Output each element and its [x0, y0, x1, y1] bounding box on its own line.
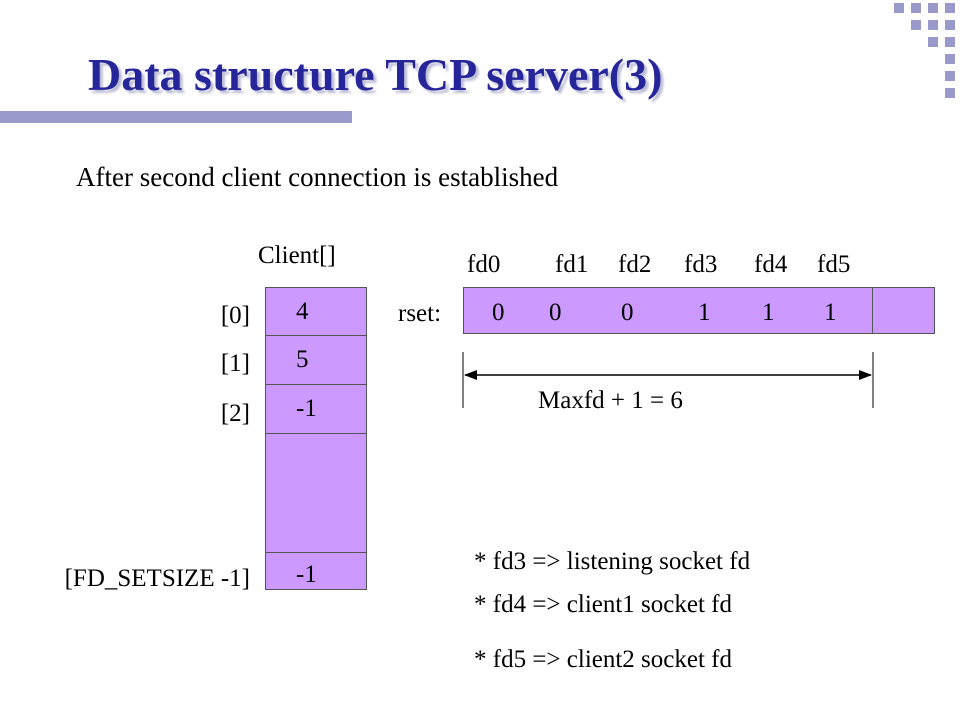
rset-bit: 0: [492, 299, 505, 326]
client-index-1: [1]: [220, 350, 250, 377]
rset-bit: 1: [698, 299, 711, 326]
fd-label: fd3: [684, 251, 718, 278]
fd-label: fd1: [555, 251, 589, 278]
note-item: * fd3 => listening socket fd: [474, 548, 751, 575]
rset-bitmap: 0 0 0 1 1 1: [463, 287, 935, 334]
client-cell-value: 5: [296, 346, 309, 373]
fd-label: fd5: [817, 251, 851, 278]
client-cell: -1: [266, 385, 366, 434]
note-item: * fd5 => client2 socket fd: [474, 646, 732, 673]
client-index-0: [0]: [220, 302, 250, 329]
client-cell: 5: [266, 336, 366, 385]
rset-divider: [872, 288, 873, 333]
rset-bit: 0: [549, 299, 562, 326]
rset-label: rset:: [398, 300, 442, 327]
client-index-last: [FD_SETSIZE -1]: [64, 565, 250, 592]
client-cell: -1: [266, 553, 366, 589]
client-array: 4 5 -1 -1: [265, 287, 367, 590]
decorative-squares: [894, 3, 955, 98]
maxfd-span-arrow: [462, 352, 874, 408]
client-cell-gap: [266, 434, 366, 553]
client-index-2: [2]: [220, 400, 250, 427]
decorative-bar: [0, 111, 352, 123]
rset-bit: 0: [621, 299, 634, 326]
note-item: * fd4 => client1 socket fd: [474, 591, 732, 618]
slide-subtitle: After second client connection is establ…: [76, 162, 559, 192]
fd-label: fd0: [467, 251, 501, 278]
maxfd-label: Maxfd + 1 = 6: [538, 387, 683, 414]
client-cell-value: -1: [296, 561, 317, 588]
slide-title: Data structure TCP server(3): [88, 49, 663, 100]
fd-label: fd2: [618, 251, 652, 278]
rset-bit: 1: [824, 299, 837, 326]
client-array-label: Client[]: [258, 242, 336, 269]
rset-bit: 1: [762, 299, 775, 326]
client-cell-value: -1: [296, 395, 317, 422]
client-cell-value: 4: [296, 298, 309, 325]
client-cell: 4: [266, 288, 366, 336]
fd-label: fd4: [754, 251, 788, 278]
